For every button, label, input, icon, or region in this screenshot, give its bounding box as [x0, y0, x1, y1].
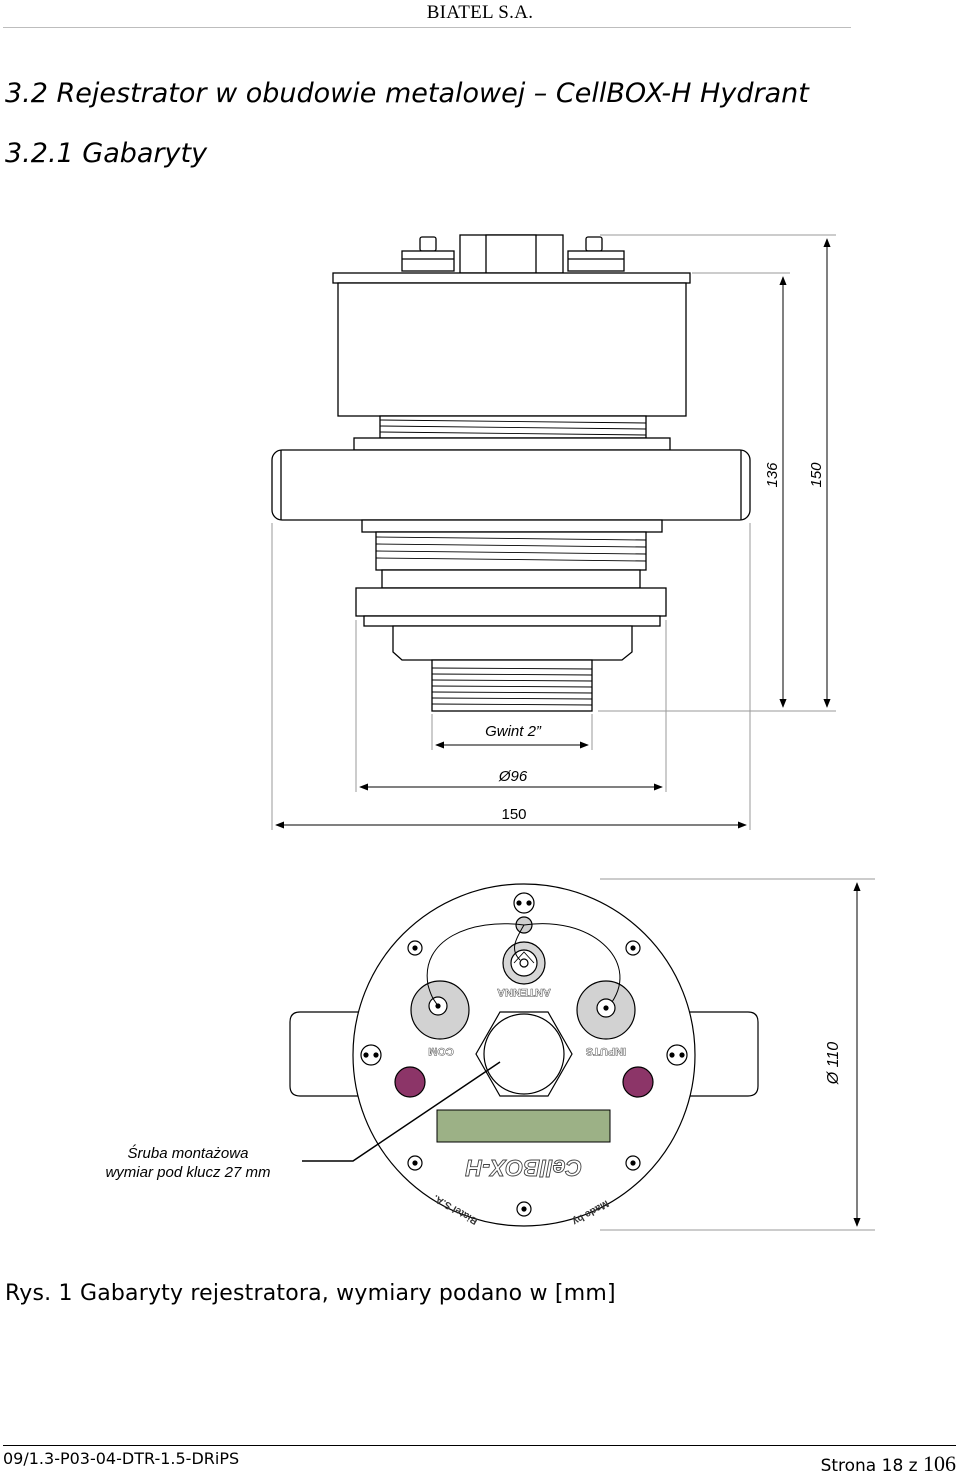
side-view — [271, 234, 751, 712]
top-knob-right — [567, 236, 625, 272]
bottom-thread-2in — [431, 659, 593, 712]
base-ring — [355, 587, 667, 617]
mounting-tab-right — [680, 1011, 759, 1097]
inputs-connector — [576, 980, 636, 1040]
label-com: COM — [428, 1045, 454, 1057]
hydrant-flange — [271, 449, 751, 521]
mounting-tab-left — [289, 1011, 372, 1097]
callout-line-1: Śruba montażowa — [128, 1144, 249, 1162]
footer-doc-id: 09/1.3-P03-04-DTR-1.5-DRiPS — [3, 1449, 240, 1468]
screw-holes — [407, 940, 641, 1217]
callout-leader — [302, 1061, 501, 1162]
dim-label-96: Ø96 — [498, 768, 528, 785]
dim-label-thread: Gwint 2” — [485, 723, 542, 740]
header-rule — [3, 27, 851, 28]
housing-body — [337, 282, 687, 417]
label-inputs: INPUTS — [586, 1045, 626, 1057]
led-right — [622, 1066, 654, 1098]
dim-label-110: Ø 110 — [825, 1042, 842, 1086]
cap-chains — [426, 923, 621, 1007]
tab-screw-pairs — [360, 892, 688, 1066]
side-view-dimensions — [271, 234, 836, 830]
page-header-company: BIATEL S.A. — [426, 2, 534, 23]
footer-page-total: 106 — [923, 1451, 956, 1476]
footer-page-prefix: Strona 18 z — [820, 1456, 918, 1476]
top-view — [289, 883, 759, 1227]
footer-page-number: Strona 18 z 106 — [821, 1451, 956, 1477]
top-view-dimension — [600, 878, 875, 1231]
dim-label-136: 136 — [764, 462, 781, 488]
callout-line-2: wymiar pod klucz 27 mm — [105, 1164, 270, 1181]
led-left — [394, 1066, 426, 1098]
brand-logo-text: CellBOX-H — [465, 1155, 582, 1181]
section-subtitle: 3.2.1 Gabaryty — [5, 138, 208, 169]
top-knob-left — [401, 236, 455, 272]
dim-label-150-horizontal: 150 — [501, 806, 526, 823]
section-title: 3.2 Rejestrator w obudowie metalowej – C… — [5, 78, 809, 109]
lcd-display — [436, 1109, 611, 1143]
housing-lid — [332, 272, 691, 284]
com-connector — [410, 980, 470, 1040]
top-connector — [459, 234, 564, 274]
label-antenna: ANTENNA — [497, 986, 551, 998]
footer-rule — [3, 1445, 956, 1446]
figure-caption: Rys. 1 Gabaryty rejestratora, wymiary po… — [5, 1281, 616, 1306]
dim-label-150-vertical: 150 — [808, 462, 825, 488]
